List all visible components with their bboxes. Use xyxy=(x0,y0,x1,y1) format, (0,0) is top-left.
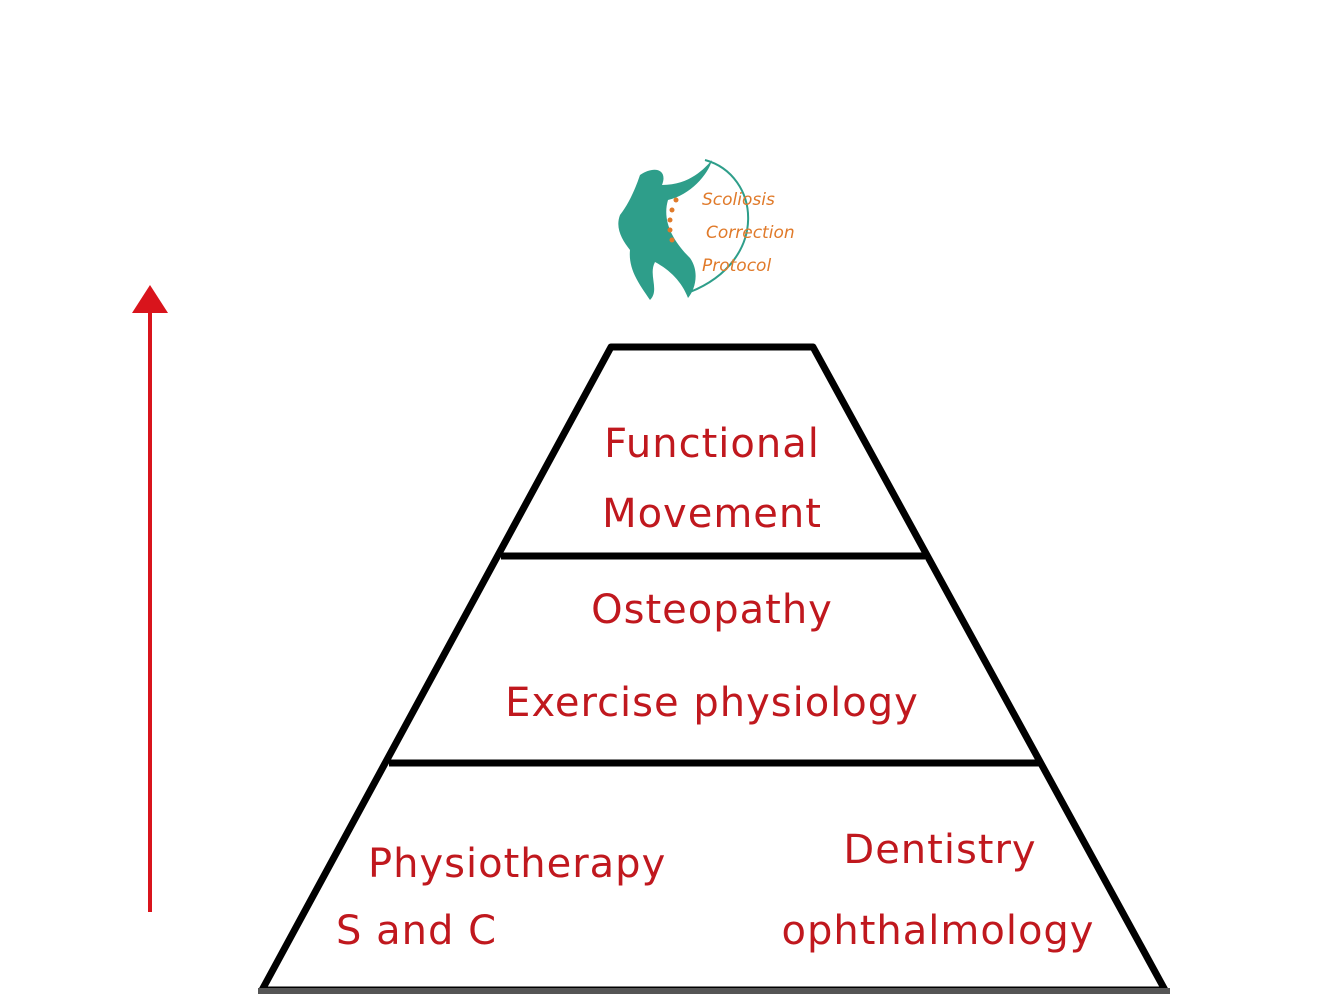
upward-arrow xyxy=(132,285,168,912)
logo-line-2: Correction xyxy=(706,223,795,243)
tier-middle-line-1: Osteopathy xyxy=(591,587,833,633)
tier-middle: Osteopathy Exercise physiology xyxy=(505,587,919,726)
tier-top: Functional Movement xyxy=(602,421,822,537)
human-figure-spine-icon xyxy=(618,159,750,300)
tier-top-line-2: Movement xyxy=(602,491,822,537)
tier-bottom-right-line-2: ophthalmology xyxy=(782,908,1095,954)
logo-line-3: Protocol xyxy=(702,256,771,276)
pyramid-outline xyxy=(258,343,1170,994)
logo: Scoliosis Correction Protocol xyxy=(618,159,795,300)
tier-bottom-right-line-1: Dentistry xyxy=(843,827,1036,873)
tier-bottom-left-line-2: S and C xyxy=(336,908,497,954)
tier-top-line-1: Functional xyxy=(604,421,820,467)
tier-bottom-left-line-1: Physiotherapy xyxy=(368,841,666,887)
tier-bottom: Physiotherapy S and C Dentistry ophthalm… xyxy=(336,827,1095,954)
tier-middle-line-2: Exercise physiology xyxy=(505,680,919,726)
logo-line-1: Scoliosis xyxy=(702,190,775,210)
